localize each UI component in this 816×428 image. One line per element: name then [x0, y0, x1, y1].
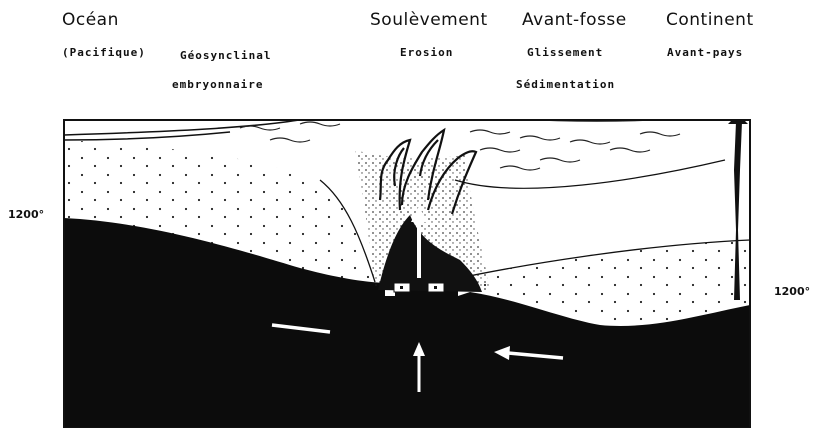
foreland-boundary-line — [455, 160, 725, 188]
ocean-surface-boundary — [64, 132, 230, 140]
uplift-surface-profile — [64, 108, 750, 135]
